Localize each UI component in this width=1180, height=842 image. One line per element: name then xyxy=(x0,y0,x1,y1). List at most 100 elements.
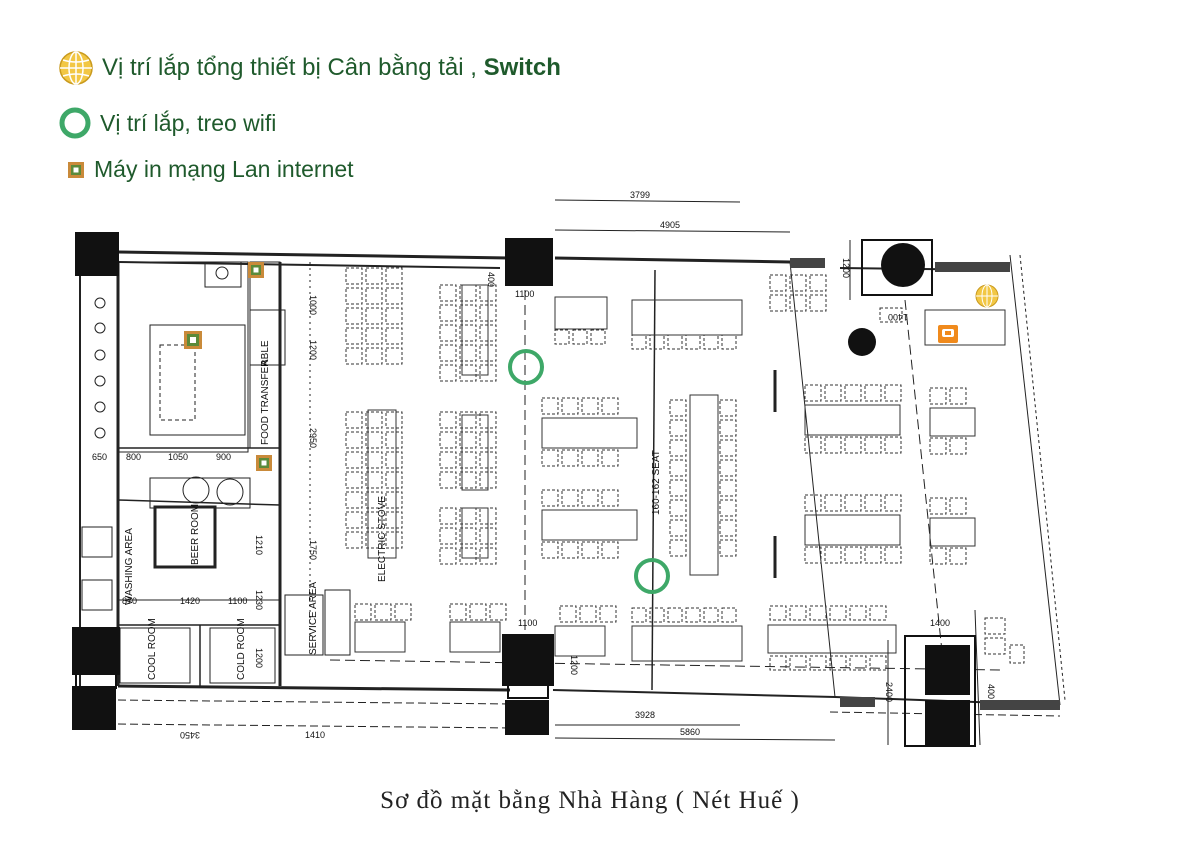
seat-block xyxy=(354,603,372,621)
room-washing-area: WASHING AREA xyxy=(124,528,135,605)
seat-block xyxy=(394,603,412,621)
seat-block xyxy=(459,344,477,362)
seat-block xyxy=(719,459,737,477)
seat-block xyxy=(541,509,638,541)
seat-block xyxy=(439,364,457,382)
seat-block xyxy=(439,344,457,362)
seat-block xyxy=(669,479,687,497)
seat-block xyxy=(385,511,403,529)
seat-block xyxy=(884,384,902,402)
dim-right-1400-b: 1400 xyxy=(930,618,950,628)
seat-block xyxy=(385,411,403,429)
seat-block xyxy=(809,655,827,671)
seat-block xyxy=(439,527,457,545)
seat-block xyxy=(365,471,383,489)
seat-block xyxy=(354,621,406,653)
seat-block xyxy=(809,274,827,292)
seat-block xyxy=(385,287,403,305)
seat-block xyxy=(345,327,363,345)
seat-block xyxy=(884,494,902,512)
dim-col-1100-bottom: 1100 xyxy=(518,618,537,628)
seat-block xyxy=(631,334,647,350)
dim-kitchen-1230: 1230 xyxy=(254,590,264,610)
seat-block xyxy=(929,517,976,547)
seat-block xyxy=(884,436,902,454)
legend-switch-label: Vị trí lắp tổng thiết bị Cân bằng tải , … xyxy=(102,54,561,81)
seating-area xyxy=(345,267,1025,671)
seat-block xyxy=(864,436,882,454)
dim-kitchen-1420: 1420 xyxy=(180,596,200,606)
seat-block xyxy=(719,499,737,517)
dim-kitchen-1050: 1050 xyxy=(168,452,188,462)
seat-block xyxy=(719,479,737,497)
seat-block xyxy=(809,294,827,312)
seat-block xyxy=(459,411,477,429)
seat-block xyxy=(365,327,383,345)
seat-block xyxy=(824,436,842,454)
seat-block xyxy=(374,603,392,621)
seat-block xyxy=(541,489,559,507)
seat-block xyxy=(385,451,403,469)
seat-block xyxy=(385,531,403,549)
seat-block xyxy=(572,329,588,345)
seat-block xyxy=(864,384,882,402)
seat-block xyxy=(769,274,787,292)
printer-square-icon xyxy=(248,262,264,278)
legend-wifi: Vị trí lắp, treo wifi xyxy=(58,106,276,140)
seat-block xyxy=(984,637,1006,655)
seat-block xyxy=(345,491,363,509)
seat-block xyxy=(669,519,687,537)
seat-block xyxy=(719,539,737,557)
dim-kitchen-800: 800 xyxy=(126,452,141,462)
dimension-labels: 3799 4905 3928 5860 3450 1410 1000 1200 … xyxy=(92,190,996,740)
seat-block xyxy=(769,655,787,671)
seat-block xyxy=(345,431,363,449)
seat-block xyxy=(929,497,947,515)
seat-block xyxy=(929,437,947,455)
seat-block xyxy=(385,327,403,345)
seat-block xyxy=(449,621,501,653)
globe-icon xyxy=(975,284,999,308)
seat-block xyxy=(541,449,559,467)
seat-block xyxy=(844,546,862,564)
dim-kitchen-1210: 1210 xyxy=(254,535,264,555)
dim-right-1200: 1200 xyxy=(841,258,851,278)
seat-block xyxy=(719,419,737,437)
seat-block xyxy=(844,384,862,402)
seat-block xyxy=(804,546,822,564)
seat-block xyxy=(365,347,383,365)
seat-block xyxy=(345,471,363,489)
seat-block xyxy=(345,451,363,469)
seat-block xyxy=(849,605,867,621)
seat-block xyxy=(365,451,383,469)
wifi-ring-icon xyxy=(59,107,91,139)
seat-block xyxy=(461,414,489,491)
seat-block xyxy=(439,304,457,322)
dim-left-2950: 2950 xyxy=(308,428,318,448)
seat-block xyxy=(439,451,457,469)
plan-caption: Sơ đồ mặt bằng Nhà Hàng ( Nét Huế ) xyxy=(380,787,800,814)
seat-block xyxy=(829,655,847,671)
seat-block xyxy=(365,511,383,529)
seat-block xyxy=(703,607,719,623)
dim-right-2400: 2400 xyxy=(884,682,894,702)
seat-block xyxy=(669,419,687,437)
dim-kitchen-900: 900 xyxy=(216,452,231,462)
seat-block xyxy=(459,527,477,545)
seat-block xyxy=(949,497,967,515)
seat-block xyxy=(685,334,701,350)
seat-block xyxy=(554,329,570,345)
seat-block xyxy=(579,605,597,623)
globe-icon xyxy=(59,51,93,85)
seat-block xyxy=(669,399,687,417)
seat-block xyxy=(649,607,665,623)
seat-block xyxy=(581,489,599,507)
seat-block xyxy=(669,499,687,517)
seat-block xyxy=(459,547,477,565)
seat-block xyxy=(581,397,599,415)
seat-block xyxy=(461,284,489,376)
seat-block xyxy=(439,324,457,342)
seat-block xyxy=(459,451,477,469)
seat-block xyxy=(489,603,507,621)
seat-block xyxy=(461,507,489,559)
